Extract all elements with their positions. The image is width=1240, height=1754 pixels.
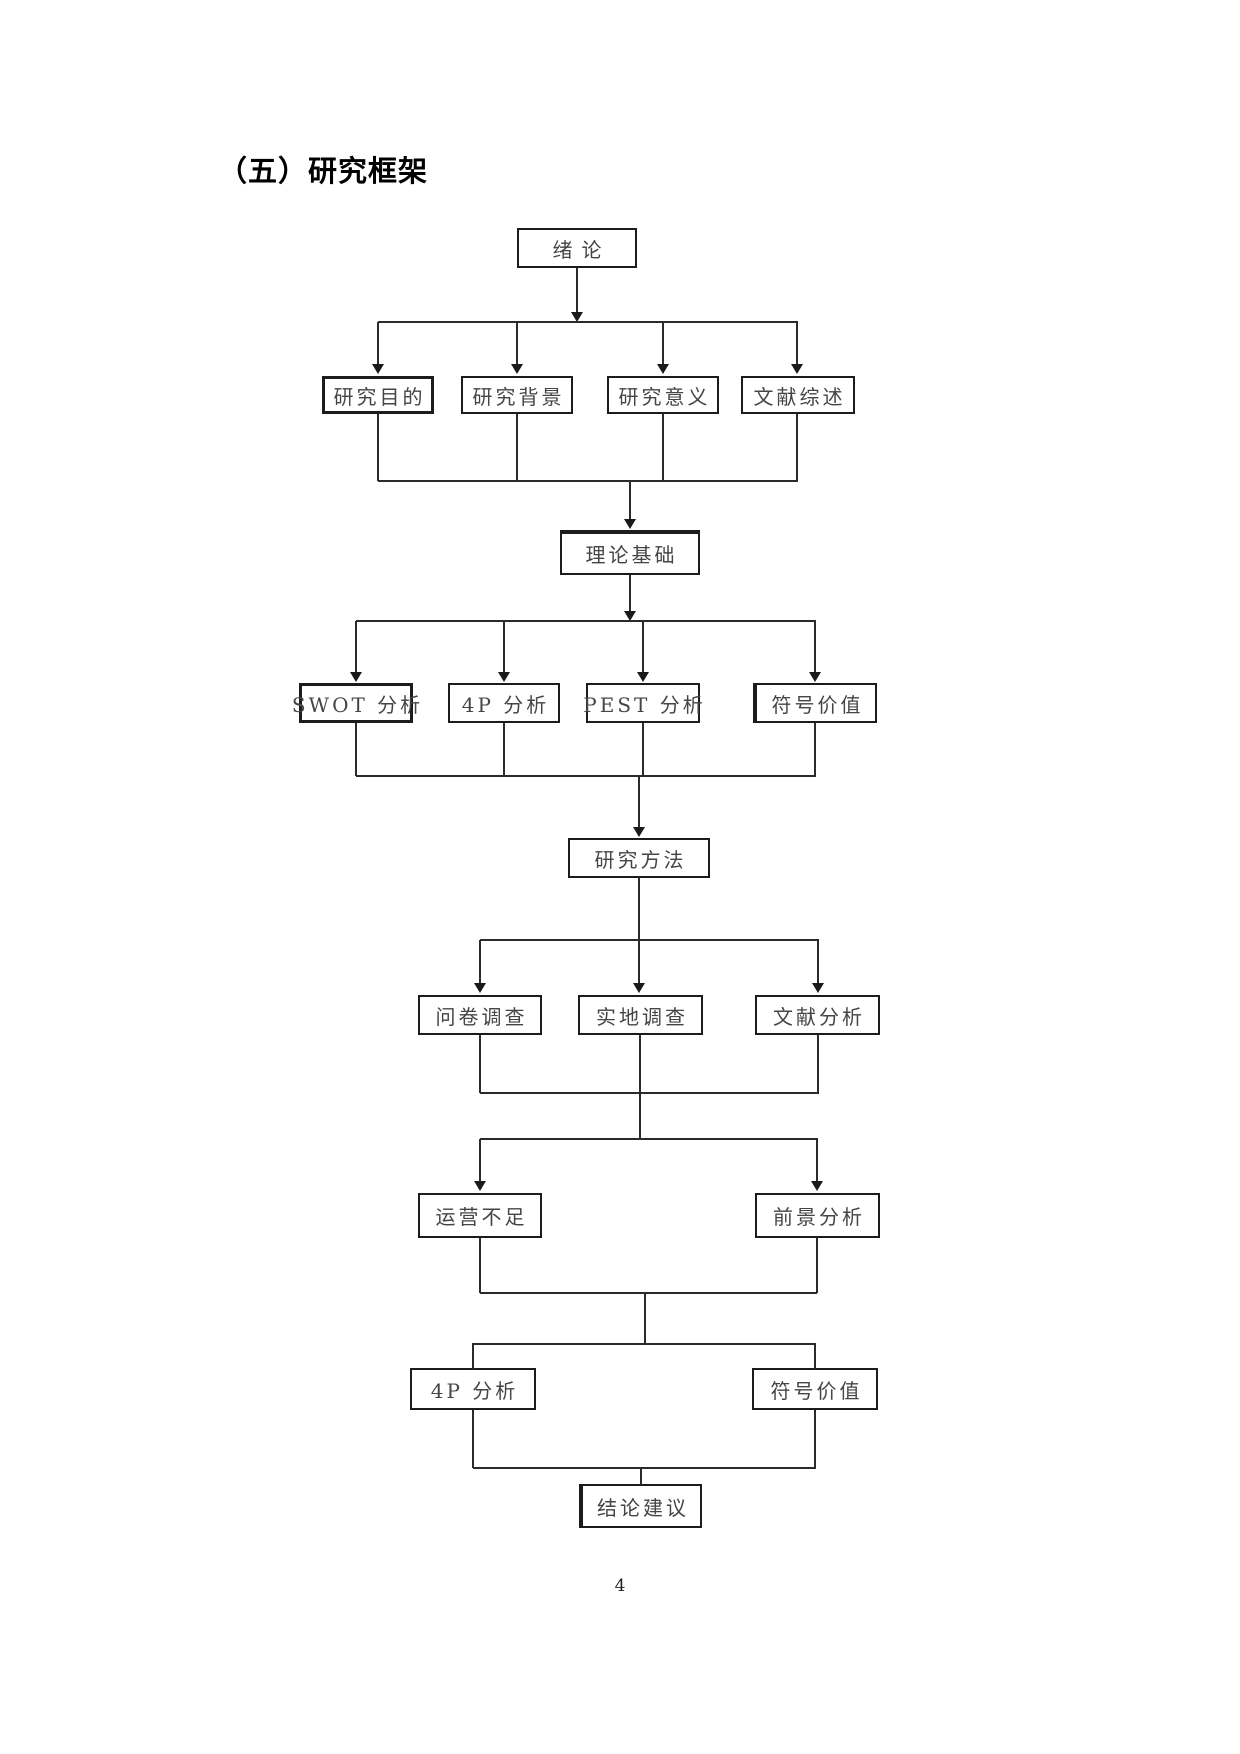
flow-line	[480, 1292, 817, 1294]
flow-line	[638, 878, 640, 983]
node-4p-analysis: 4P 分析	[448, 683, 560, 723]
flow-line	[473, 1343, 816, 1345]
flow-line	[479, 940, 481, 983]
flow-line	[480, 939, 819, 941]
node-symbolic-value-2: 符号价值	[752, 1368, 878, 1410]
arrow-down-icon	[657, 364, 669, 374]
flow-line	[814, 1410, 816, 1468]
arrow-down-icon	[474, 1181, 486, 1191]
node-questionnaire-survey: 问卷调查	[418, 995, 542, 1035]
arrow-down-icon	[633, 827, 645, 837]
flow-line	[639, 1035, 641, 1139]
arrow-down-icon	[624, 519, 636, 529]
flow-line	[817, 1035, 819, 1093]
flow-line	[356, 775, 816, 777]
flow-line	[814, 1343, 816, 1369]
arrow-down-icon	[511, 364, 523, 374]
flow-line	[516, 322, 518, 365]
flow-line	[640, 1467, 642, 1485]
arrow-down-icon	[350, 672, 362, 682]
flow-line	[662, 322, 664, 365]
flow-line	[796, 414, 798, 481]
flow-line	[479, 1139, 481, 1181]
flow-line	[472, 1343, 474, 1369]
flow-line	[814, 621, 816, 672]
arrow-down-icon	[809, 672, 821, 682]
node-pest-analysis: PEST 分析	[583, 683, 703, 723]
flow-line	[638, 775, 640, 827]
node-field-survey: 实地调查	[578, 995, 703, 1035]
arrow-down-icon	[372, 364, 384, 374]
flow-line	[642, 621, 644, 672]
arrow-down-icon	[811, 1181, 823, 1191]
node-research-purpose: 研究目的	[322, 376, 434, 414]
flow-line	[642, 723, 644, 776]
flow-line	[644, 1292, 646, 1345]
flow-line	[355, 621, 357, 672]
arrow-down-icon	[637, 672, 649, 682]
node-literature-analysis: 文献分析	[755, 995, 880, 1035]
flow-line	[479, 1035, 481, 1093]
node-swot-analysis: SWOT 分析	[292, 683, 420, 723]
flow-line	[480, 1138, 818, 1140]
flow-line	[503, 723, 505, 776]
node-operational-deficiencies: 运营不足	[418, 1193, 542, 1238]
flow-line	[503, 621, 505, 672]
flow-line	[472, 1410, 474, 1468]
flow-line	[516, 414, 518, 481]
arrow-down-icon	[474, 983, 486, 993]
flow-line	[629, 575, 631, 611]
flow-line	[378, 321, 798, 323]
flow-line	[629, 480, 631, 519]
flow-line	[377, 322, 379, 365]
node-conclusion-suggestions: 结论建议	[579, 1484, 702, 1528]
flow-line	[816, 1238, 818, 1293]
flow-line	[479, 1238, 481, 1293]
node-4p-analysis-2: 4P 分析	[410, 1368, 536, 1410]
arrow-down-icon	[633, 983, 645, 993]
arrow-down-icon	[624, 611, 636, 621]
flow-line	[576, 268, 578, 313]
arrow-down-icon	[791, 364, 803, 374]
node-research-background: 研究背景	[461, 376, 573, 414]
flow-line	[480, 1092, 819, 1094]
flow-line	[796, 322, 798, 365]
flow-line	[355, 723, 357, 776]
flow-line	[473, 1467, 816, 1469]
flow-line	[356, 620, 816, 622]
flow-line	[816, 1139, 818, 1181]
node-introduction: 绪论	[517, 228, 637, 268]
node-theoretical-basis: 理论基础	[560, 530, 700, 575]
flow-line	[817, 940, 819, 983]
page-number: 4	[614, 1576, 626, 1596]
flow-line	[814, 723, 816, 776]
node-research-methods: 研究方法	[568, 838, 710, 878]
flow-line	[377, 414, 379, 481]
flow-line	[378, 480, 798, 482]
arrow-down-icon	[812, 983, 824, 993]
node-literature-review: 文献综述	[741, 376, 855, 414]
node-prospect-analysis: 前景分析	[755, 1193, 880, 1238]
node-symbolic-value: 符号价值	[753, 683, 877, 723]
flow-line	[662, 414, 664, 481]
arrow-down-icon	[498, 672, 510, 682]
section-title: （五）研究框架	[218, 154, 429, 188]
node-research-significance: 研究意义	[607, 376, 719, 414]
arrow-down-icon	[571, 312, 583, 322]
